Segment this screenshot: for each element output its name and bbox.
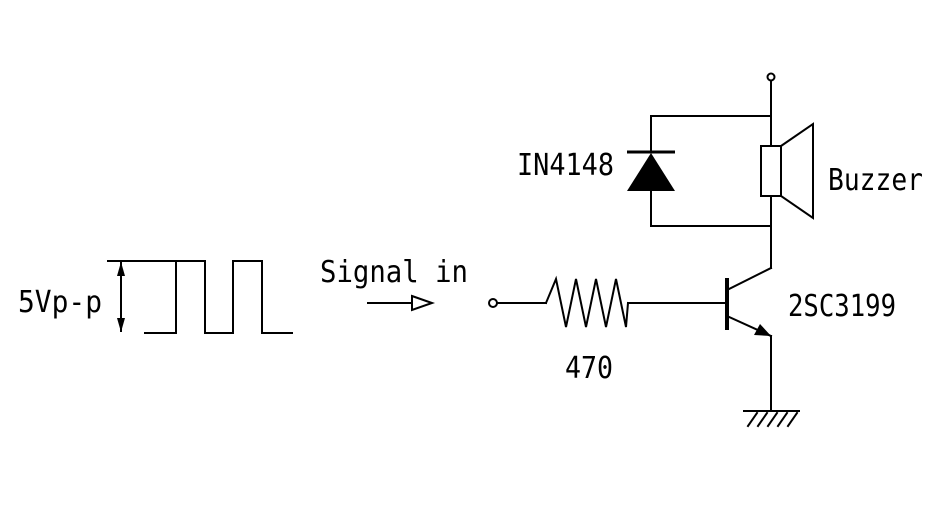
buzzer-icon <box>760 122 814 220</box>
buzzer-label: Buzzer <box>828 163 923 198</box>
signal-arrow-icon <box>367 294 436 312</box>
resistor-value-label: 470 <box>565 351 613 386</box>
amplitude-label: 5Vp-p <box>18 285 102 320</box>
amplitude-arrow <box>117 262 125 332</box>
diode-part-label: IN4148 <box>517 148 614 183</box>
input-terminal <box>488 298 498 308</box>
supply-terminal <box>766 72 776 82</box>
ground-icon <box>743 410 800 428</box>
signal-in-label: Signal in <box>320 255 468 290</box>
diode-icon <box>627 150 675 191</box>
resistor-icon <box>544 275 630 328</box>
transistor-part-label: 2SC3199 <box>788 289 896 324</box>
square-wave-signal <box>107 260 293 334</box>
npn-transistor-icon <box>725 266 773 338</box>
diode-branch <box>650 115 772 227</box>
